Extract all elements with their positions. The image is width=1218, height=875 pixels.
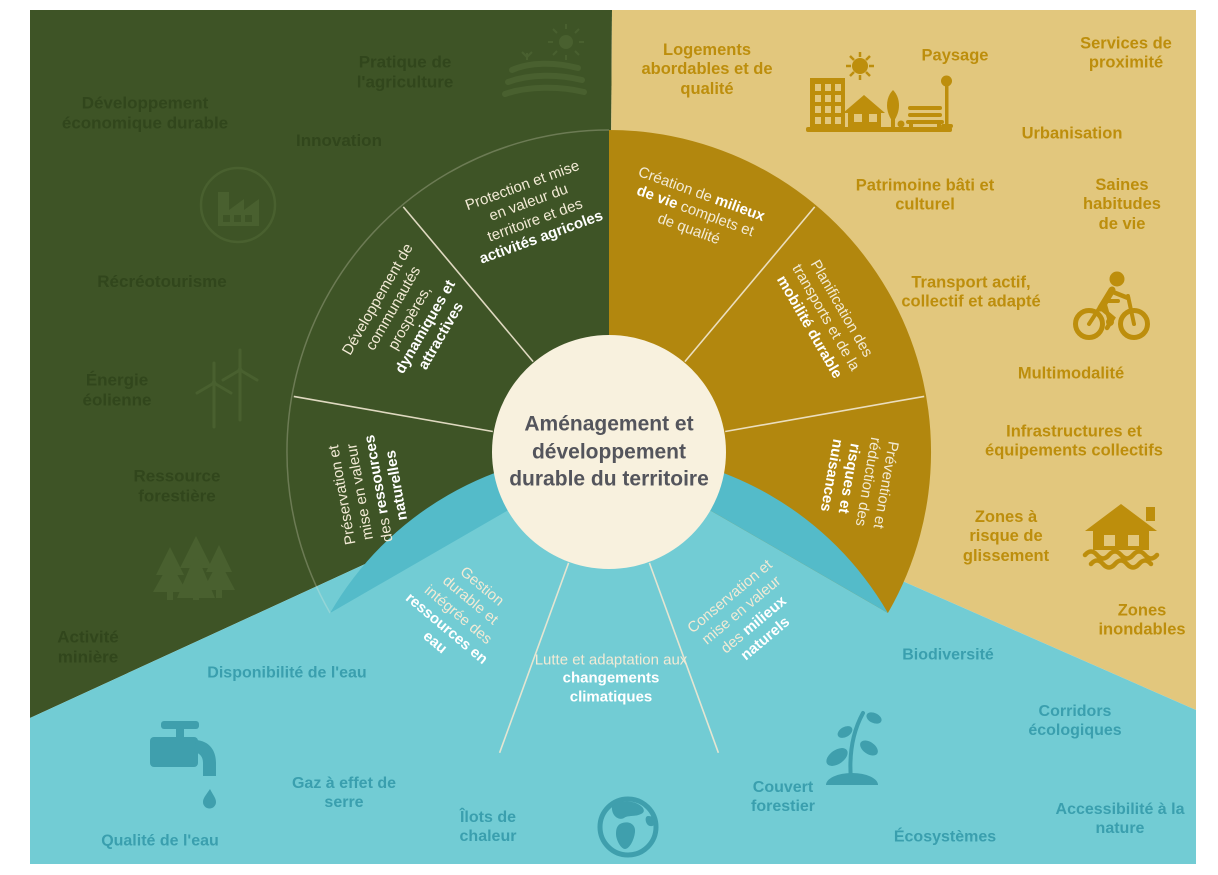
teal-ring-sector [330,451,888,613]
gold-theme-saines-habitudes: Saines habitudes de vie [1083,175,1161,233]
green-theme-energie-eolienne: Énergie éolienne [82,370,152,409]
gold-theme-multimodalite: Multimodalité [1017,364,1125,383]
wedge-lutte-changements-climatiques: Lutte et adaptation aux changements clim… [534,651,688,706]
city-landscape-icon [806,52,953,132]
water-faucet-icon [150,721,216,809]
wedge-divider-lines [293,206,925,754]
wind-turbines-icon [195,348,259,429]
center-title: Aménagement et développement durable du … [509,412,709,491]
teal-theme-disponibilite-eau: Disponibilité de l'eau [207,664,367,682]
gold-theme-patrimoine: Patrimoine bâti et culturel [855,176,995,214]
agriculture-fields-icon [502,24,587,97]
teal-theme-ecosystemes: Écosystèmes [893,828,997,846]
gold-theme-urbanisation: Urbanisation [1021,124,1123,143]
gold-ring-sector [609,130,932,613]
gold-theme-infrastructures: Infrastructures et équipements collectif… [985,422,1163,460]
teal-theme-biodiversite: Biodiversité [902,646,994,664]
center-circle [492,335,726,569]
gold-theme-services-proximite: Services de proximité [1080,34,1172,72]
green-sector-region [30,10,612,718]
gold-theme-logements: Logements abordables et de qualité [641,40,773,98]
teal-theme-qualite-eau: Qualité de l'eau [101,832,219,850]
teal-theme-ilots-chaleur: Îlots de chaleur [459,809,517,845]
forest-trees-icon [153,536,235,600]
teal-theme-couvert-forestier: Couvert forestier [750,779,816,815]
gold-theme-transport-actif: Transport actif, collectif et adapté [901,273,1041,311]
factory-icon [199,166,277,244]
teal-theme-accessibilite-nature: Accessibilité à la nature [1055,801,1185,837]
green-theme-ressource-forestiere: Ressource forestière [133,466,221,505]
green-theme-innovation: Innovation [296,131,382,151]
cyclist-icon [1073,271,1150,340]
gold-theme-zones-glissement: Zones à risque de glissement [962,507,1050,565]
teal-theme-corridors-ecologiques: Corridors écologiques [1028,703,1122,739]
green-ring-outer-arc [286,129,610,614]
green-theme-recreotourisme: Récréotourisme [97,272,227,292]
green-theme-pratique-agriculture: Pratique de l'agriculture [356,52,454,91]
plant-sprout-icon [826,711,882,785]
gold-theme-paysage: Paysage [921,46,989,65]
teal-sector-region [30,452,1196,864]
gold-theme-zones-inondables: Zones inondables [1098,601,1186,639]
teal-theme-gaz-effet-serre: Gaz à effet de serre [291,775,397,811]
earth-globe-icon [597,796,659,858]
green-theme-activite-miniere: Activité minière [57,627,119,666]
flooded-house-icon [1082,504,1160,570]
green-theme-developpement-economique: Développement économique durable [61,93,229,132]
